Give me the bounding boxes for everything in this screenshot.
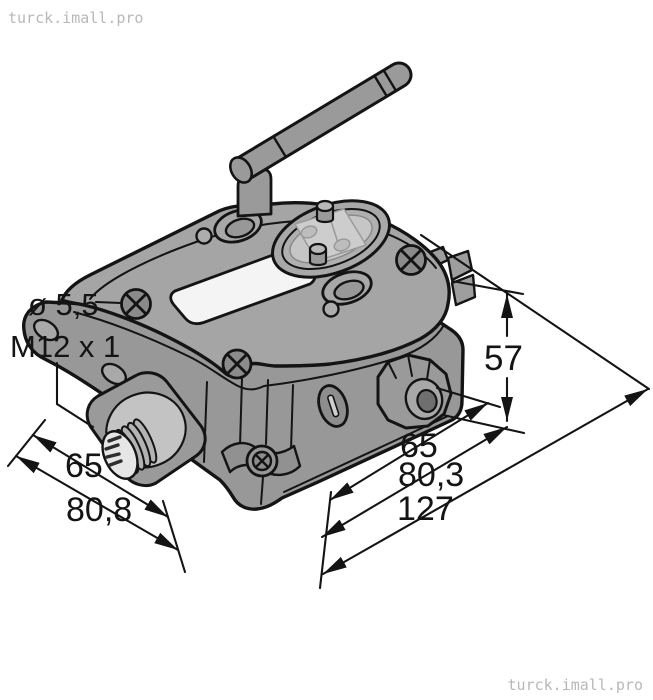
leader-hole-diameter — [94, 300, 123, 305]
lid-oval-recess-left — [213, 208, 263, 244]
rotary-post-bottom — [308, 242, 328, 267]
dim-label-length-mid: 80,3 — [398, 456, 464, 494]
ext-line-left-far — [161, 499, 187, 574]
lid-oval-recess-right — [321, 270, 373, 306]
watermark-bottom-right: turck.imall.pro — [507, 676, 643, 694]
rotary-dial-2 — [333, 238, 351, 252]
rotary-dial-1 — [300, 225, 318, 239]
rotary-switch-window — [271, 199, 391, 279]
ext-line-overall — [419, 233, 651, 391]
dim-line-depth-overall — [14, 454, 180, 552]
front-ribs — [203, 377, 294, 505]
lid-small-hole-right — [322, 300, 340, 318]
lid-screw-top-right — [395, 244, 427, 276]
antenna-end-cap — [228, 156, 254, 184]
lid-plateau-line — [89, 219, 437, 300]
mounting-ear-hole-left — [32, 318, 60, 342]
lid-housing — [60, 199, 451, 380]
lid-screw-top-left — [120, 288, 152, 320]
lid-small-hole-left — [195, 227, 213, 245]
dim-line-length-overall — [321, 387, 650, 576]
dim-label-depth-overall: 80,8 — [66, 491, 132, 529]
watermark-top-left: turck.imall.pro — [8, 9, 144, 27]
gland-facets — [387, 354, 431, 380]
dim-label-length-inner: 65 — [400, 427, 438, 465]
antenna-shaft — [235, 64, 410, 178]
dimension-labels: ø 5,5 M12 x 1 57 65 80,3 127 65 80,8 — [10, 287, 523, 529]
dim-label-connector-thread: M12 x 1 — [10, 329, 120, 364]
dim-label-length-overall: 127 — [397, 490, 454, 528]
dim-label-depth-inner: 65 — [65, 447, 103, 485]
ext-line-left-near — [6, 418, 47, 468]
antenna — [228, 61, 413, 218]
rotary-post-top — [315, 199, 335, 224]
ext-line-57-top — [450, 279, 525, 296]
dim-label-hole-diameter: ø 5,5 — [28, 287, 99, 322]
lid-screw-front — [221, 348, 253, 380]
dimension-annotations — [6, 233, 651, 590]
foot-screw — [245, 444, 279, 478]
leader-connector-thread — [55, 361, 95, 429]
antenna-rings — [273, 70, 397, 157]
dim-label-height: 57 — [484, 339, 523, 378]
